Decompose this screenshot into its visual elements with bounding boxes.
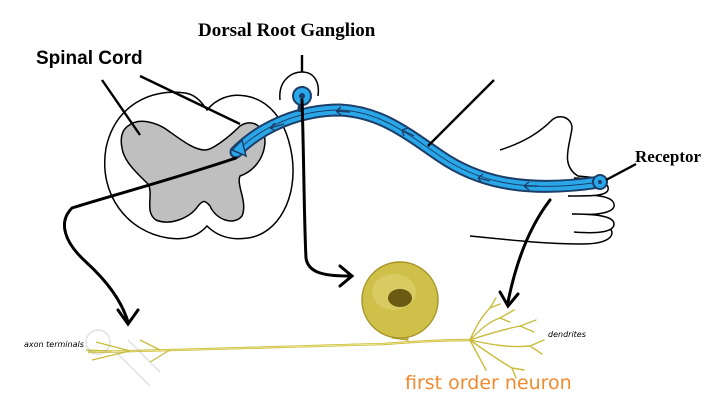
direction-arrow-3 — [401, 127, 415, 137]
dreamstime-watermark-icon — [85, 329, 161, 387]
axon-terminal-arrowhead — [116, 308, 140, 327]
dendrite-branches — [469, 297, 545, 379]
nerve-fiber-centerline — [235, 109, 601, 187]
hand-finger-1 — [567, 194, 615, 216]
neuron-nucleus — [388, 289, 412, 307]
fiber-leader — [427, 79, 495, 147]
direction-arrow-5 — [523, 181, 538, 191]
signal-direction-arrows — [269, 106, 538, 191]
first-order-neuron — [85, 261, 545, 379]
spinal-cord-cross-section — [104, 91, 294, 240]
neuron-axon-highlight — [87, 339, 471, 353]
pointer-arrows — [63, 98, 552, 327]
axon-terminal-in-cord — [230, 138, 248, 158]
receptor-label: Receptor — [635, 147, 702, 166]
dorsal-root-ganglion-label: Dorsal Root Ganglion — [198, 20, 376, 41]
axon-terminals-branches — [85, 339, 171, 363]
receptor-center — [598, 180, 602, 184]
sensory-nerve-fiber — [229, 86, 608, 193]
spinal-cord-label: Spinal Cord — [36, 48, 143, 69]
spinal-cord-leader-2 — [139, 74, 241, 126]
hand-outline — [469, 116, 615, 245]
spinal-cord-leader-1 — [101, 79, 141, 136]
first-order-neuron-label: first order neuron — [405, 372, 572, 394]
receptor-leader — [605, 162, 637, 182]
hand-thumb — [499, 116, 599, 179]
axon-terminals-label: axon terminals — [24, 340, 84, 349]
dendrites-arrowhead — [498, 290, 520, 309]
dendrites-label: dendrites — [548, 330, 586, 339]
ganglion-cell-nucleus — [299, 93, 305, 99]
direction-arrow-2 — [335, 106, 351, 116]
dendrites-pointer — [506, 198, 552, 304]
direction-arrow-1 — [269, 122, 285, 132]
hand-finger-2 — [571, 213, 615, 234]
direction-arrow-4 — [477, 173, 491, 184]
leader-lines — [101, 55, 637, 182]
cell-body-arrowhead — [338, 264, 355, 288]
cell-body-pointer — [300, 98, 350, 278]
axon-terminal-pointer — [63, 156, 238, 324]
